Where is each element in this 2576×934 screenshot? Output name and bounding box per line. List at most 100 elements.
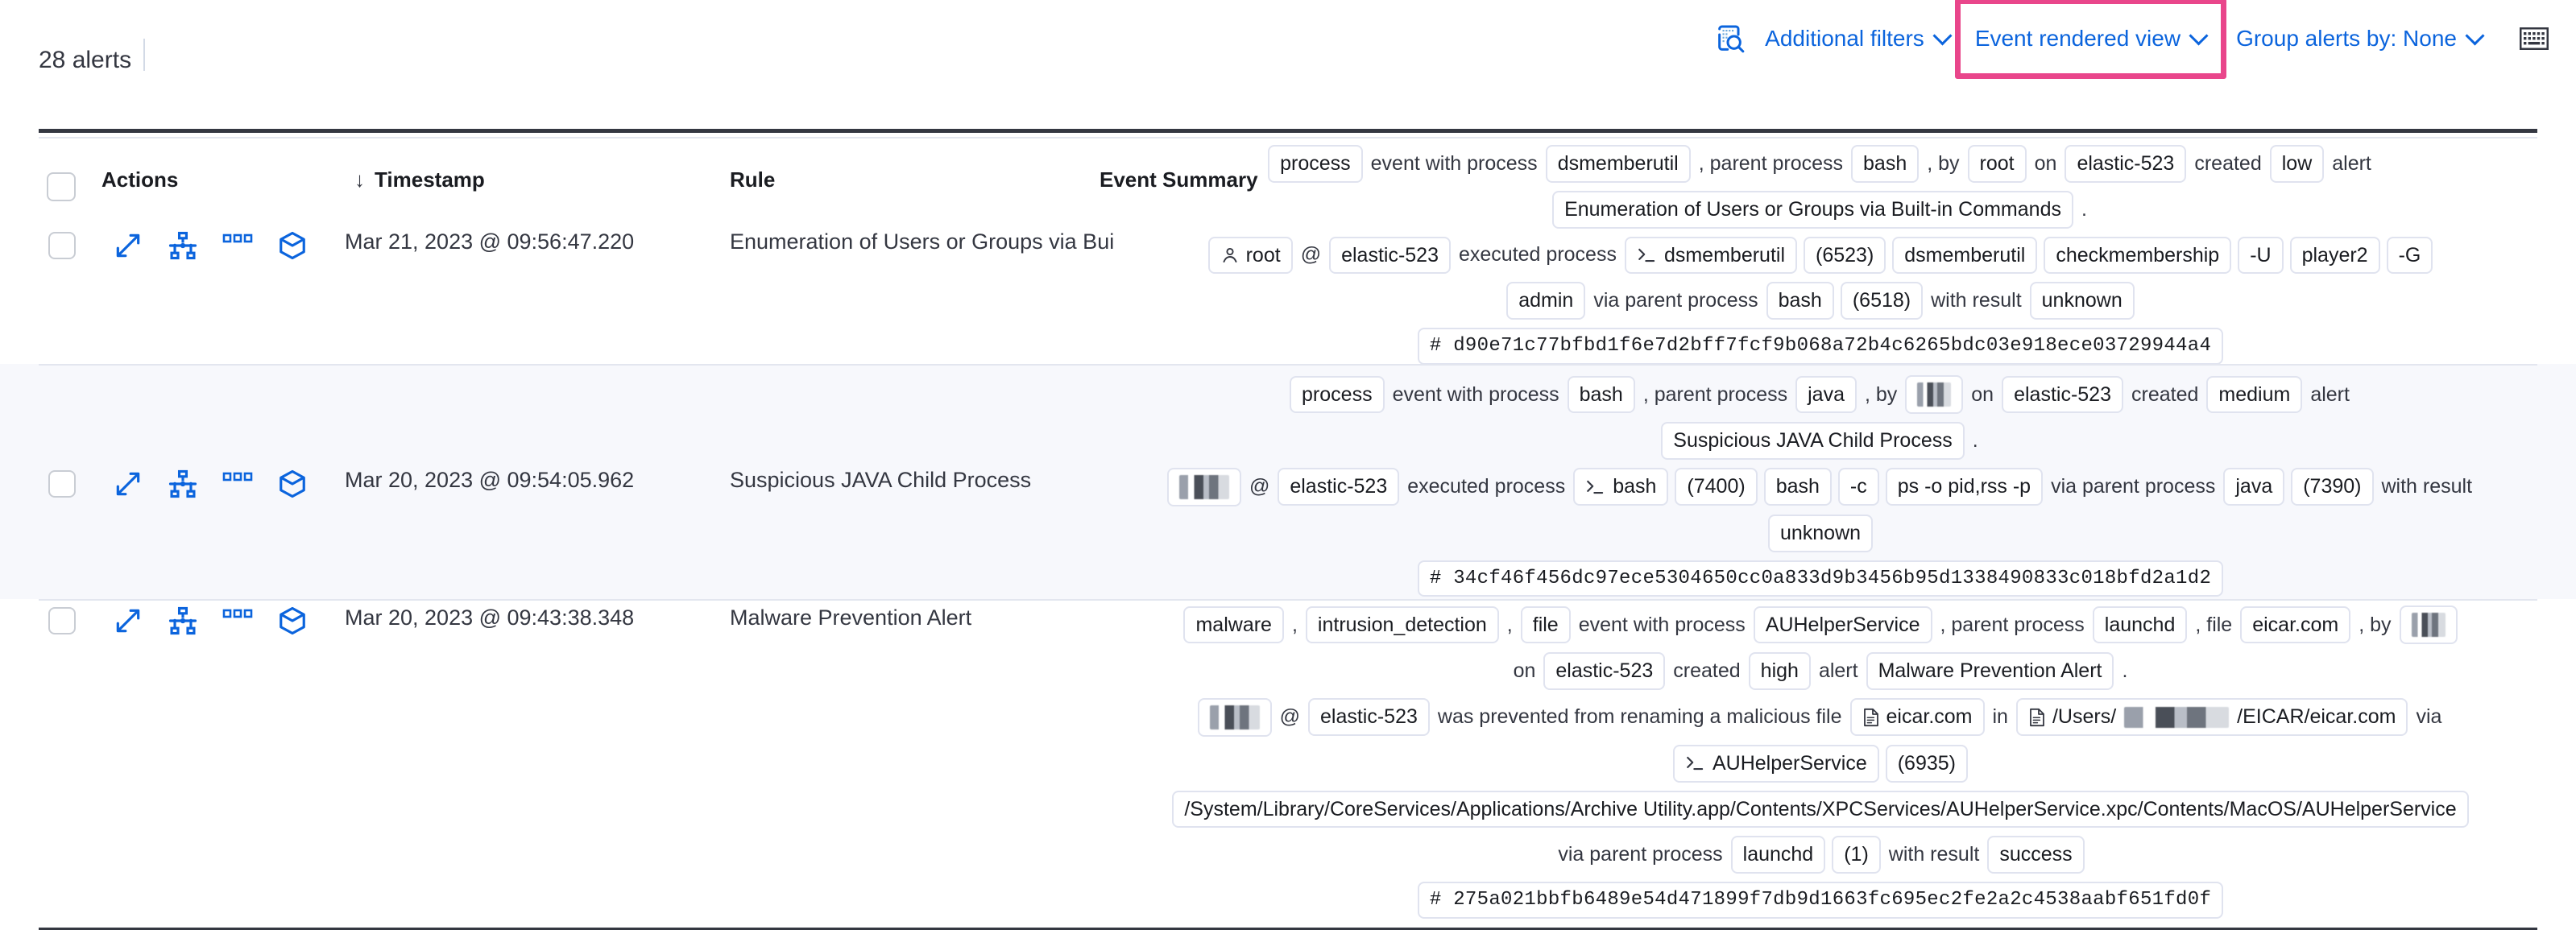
summary-badge[interactable]: java — [2223, 468, 2285, 506]
summary-badge[interactable]: medium — [2206, 375, 2303, 414]
summary-badge-label: elastic-523 — [1319, 705, 1418, 729]
summary-text: event with process — [1370, 151, 1538, 175]
summary-badge-label: admin — [1518, 289, 1574, 312]
summary-badge[interactable]: elastic-523 — [2065, 145, 2187, 183]
summary-badge[interactable]: dsmemberutil — [1892, 236, 2038, 275]
summary-badge[interactable]: (6523) — [1804, 236, 1886, 275]
summary-badge[interactable]: AUHelperService — [1753, 605, 1932, 644]
column-header-actions: Actions — [101, 167, 179, 192]
summary-badge[interactable]: -c — [1837, 468, 1879, 506]
expand-icon[interactable] — [113, 605, 143, 636]
redacted-user-badge[interactable] — [1197, 697, 1272, 737]
redacted-user-badge[interactable] — [2399, 605, 2458, 644]
summary-badge[interactable]: root — [1967, 145, 2027, 183]
summary-badge[interactable]: Suspicious JAVA Child Process — [1661, 422, 1965, 460]
summary-badge[interactable]: (1) — [1832, 836, 1881, 874]
toolbar-right-controls: Additional filters Event rendered view G… — [1708, 0, 2576, 79]
column-header-timestamp[interactable]: ↓ Timestamp — [354, 167, 485, 192]
event-hash-badge[interactable]: # 275a021bbfb6489e54d471899f7db9d1663fc6… — [1417, 882, 2224, 919]
summary-badge[interactable]: -G — [2386, 236, 2433, 275]
summary-badge[interactable]: bash — [1567, 375, 1635, 414]
summary-badge[interactable]: root — [1207, 236, 1293, 275]
session-view-cube-icon[interactable] — [277, 469, 308, 499]
summary-line: Enumeration of Users or Groups via Built… — [1095, 190, 2545, 229]
summary-badge[interactable]: eicar.com — [1849, 698, 1985, 737]
summary-badge[interactable]: file — [1520, 605, 1571, 644]
group-alerts-by-button[interactable]: Group alerts by: None — [2236, 12, 2484, 65]
summary-badge-label: process — [1302, 382, 1373, 406]
column-header-timestamp-label: Timestamp — [375, 167, 485, 192]
summary-badge[interactable]: ps -o pid,rss -p — [1885, 468, 2044, 506]
summary-badge[interactable]: bash — [1573, 468, 1669, 506]
select-all-checkbox[interactable] — [47, 172, 76, 201]
summary-badge[interactable]: unknown — [1767, 514, 1874, 552]
summary-badge[interactable]: launchd — [2092, 605, 2188, 644]
row-select-checkbox[interactable] — [48, 607, 76, 634]
summary-badge[interactable]: elastic-523 — [1329, 236, 1451, 275]
summary-badge[interactable]: elastic-523 — [1543, 652, 1666, 690]
summary-badge[interactable]: low — [2269, 145, 2325, 183]
summary-badge[interactable]: checkmembership — [2044, 236, 2232, 275]
summary-badge[interactable]: elastic-523 — [1307, 698, 1430, 737]
redacted-user-badge[interactable] — [1166, 467, 1241, 506]
summary-badge[interactable]: high — [1748, 652, 1811, 690]
summary-badge[interactable]: /System/Library/CoreServices/Application… — [1172, 790, 2469, 829]
session-view-cube-icon[interactable] — [277, 230, 308, 261]
summary-line: unknown — [1095, 514, 2545, 552]
summary-badge[interactable]: malware — [1183, 605, 1284, 644]
summary-badge[interactable]: Malware Prevention Alert — [1866, 652, 2114, 690]
summary-badge[interactable]: bash — [1851, 145, 1920, 183]
summary-badge[interactable]: (6935) — [1885, 744, 1968, 783]
event-rendered-view-button[interactable]: Event rendered view — [1975, 12, 2208, 65]
summary-badge[interactable]: (6518) — [1840, 282, 1924, 320]
analyzer-icon[interactable] — [168, 230, 198, 261]
summary-badge[interactable]: (7390) — [2291, 468, 2374, 506]
summary-badge[interactable]: intrusion_detection — [1305, 605, 1499, 644]
summary-badge[interactable]: player2 — [2289, 236, 2380, 275]
keyboard-icon — [2520, 27, 2549, 50]
analyzer-icon[interactable] — [168, 469, 198, 499]
summary-badge[interactable]: elastic-523 — [2002, 375, 2123, 414]
analyzer-icon[interactable] — [168, 605, 198, 636]
more-actions-icon[interactable] — [222, 469, 253, 499]
event-hash-badge[interactable]: # 34cf46f456dc97ece5304650cc0a833d9b3456… — [1417, 560, 2224, 597]
summary-text: . — [2081, 197, 2087, 221]
summary-badge[interactable]: java — [1795, 375, 1857, 414]
summary-badge[interactable]: unknown — [2029, 282, 2135, 320]
summary-badge[interactable]: process — [1268, 145, 1363, 183]
expand-icon[interactable] — [113, 230, 143, 261]
summary-badge[interactable]: AUHelperService — [1672, 744, 1879, 783]
summary-badge[interactable]: eicar.com — [2240, 605, 2351, 644]
summary-badge[interactable]: bash — [1766, 282, 1834, 320]
summary-badge[interactable]: success — [1987, 836, 2085, 874]
more-actions-icon[interactable] — [222, 605, 253, 636]
file-path-badge[interactable]: /Users//EICAR/eicar.com — [2015, 698, 2408, 737]
session-view-cube-icon[interactable] — [277, 605, 308, 636]
summary-badge-label: java — [2235, 475, 2273, 498]
additional-filters-button[interactable]: Additional filters — [1765, 12, 1952, 65]
summary-badge[interactable]: process — [1290, 375, 1385, 414]
row-select-checkbox[interactable] — [48, 232, 76, 259]
row-select-checkbox[interactable] — [48, 470, 76, 498]
expand-icon[interactable] — [113, 469, 143, 499]
summary-badge[interactable]: dsmemberutil — [1545, 145, 1691, 183]
summary-badge[interactable]: admin — [1506, 282, 1586, 320]
summary-badge[interactable]: (7400) — [1675, 468, 1758, 506]
summary-badge-label: dsmemberutil — [1557, 152, 1679, 175]
summary-badge[interactable]: -U — [2238, 236, 2284, 275]
more-actions-icon[interactable] — [222, 230, 253, 261]
summary-badge[interactable]: elastic-523 — [1278, 468, 1400, 506]
redacted-user-badge[interactable] — [1905, 375, 1964, 414]
summary-badge[interactable]: bash — [1763, 468, 1832, 506]
summary-badge[interactable]: launchd — [1730, 836, 1826, 874]
summary-badge-label: high — [1760, 659, 1799, 682]
summary-badge[interactable]: dsmemberutil — [1624, 236, 1798, 275]
keyboard-shortcuts-button[interactable] — [2520, 27, 2549, 50]
search-in-document-icon[interactable] — [1708, 17, 1752, 60]
summary-badge[interactable]: Enumeration of Users or Groups via Built… — [1552, 190, 2073, 229]
event-hash-badge[interactable]: # d90e71c77bfbd1f6e7d2bff7fcf9b068a72b4c… — [1417, 328, 2224, 365]
